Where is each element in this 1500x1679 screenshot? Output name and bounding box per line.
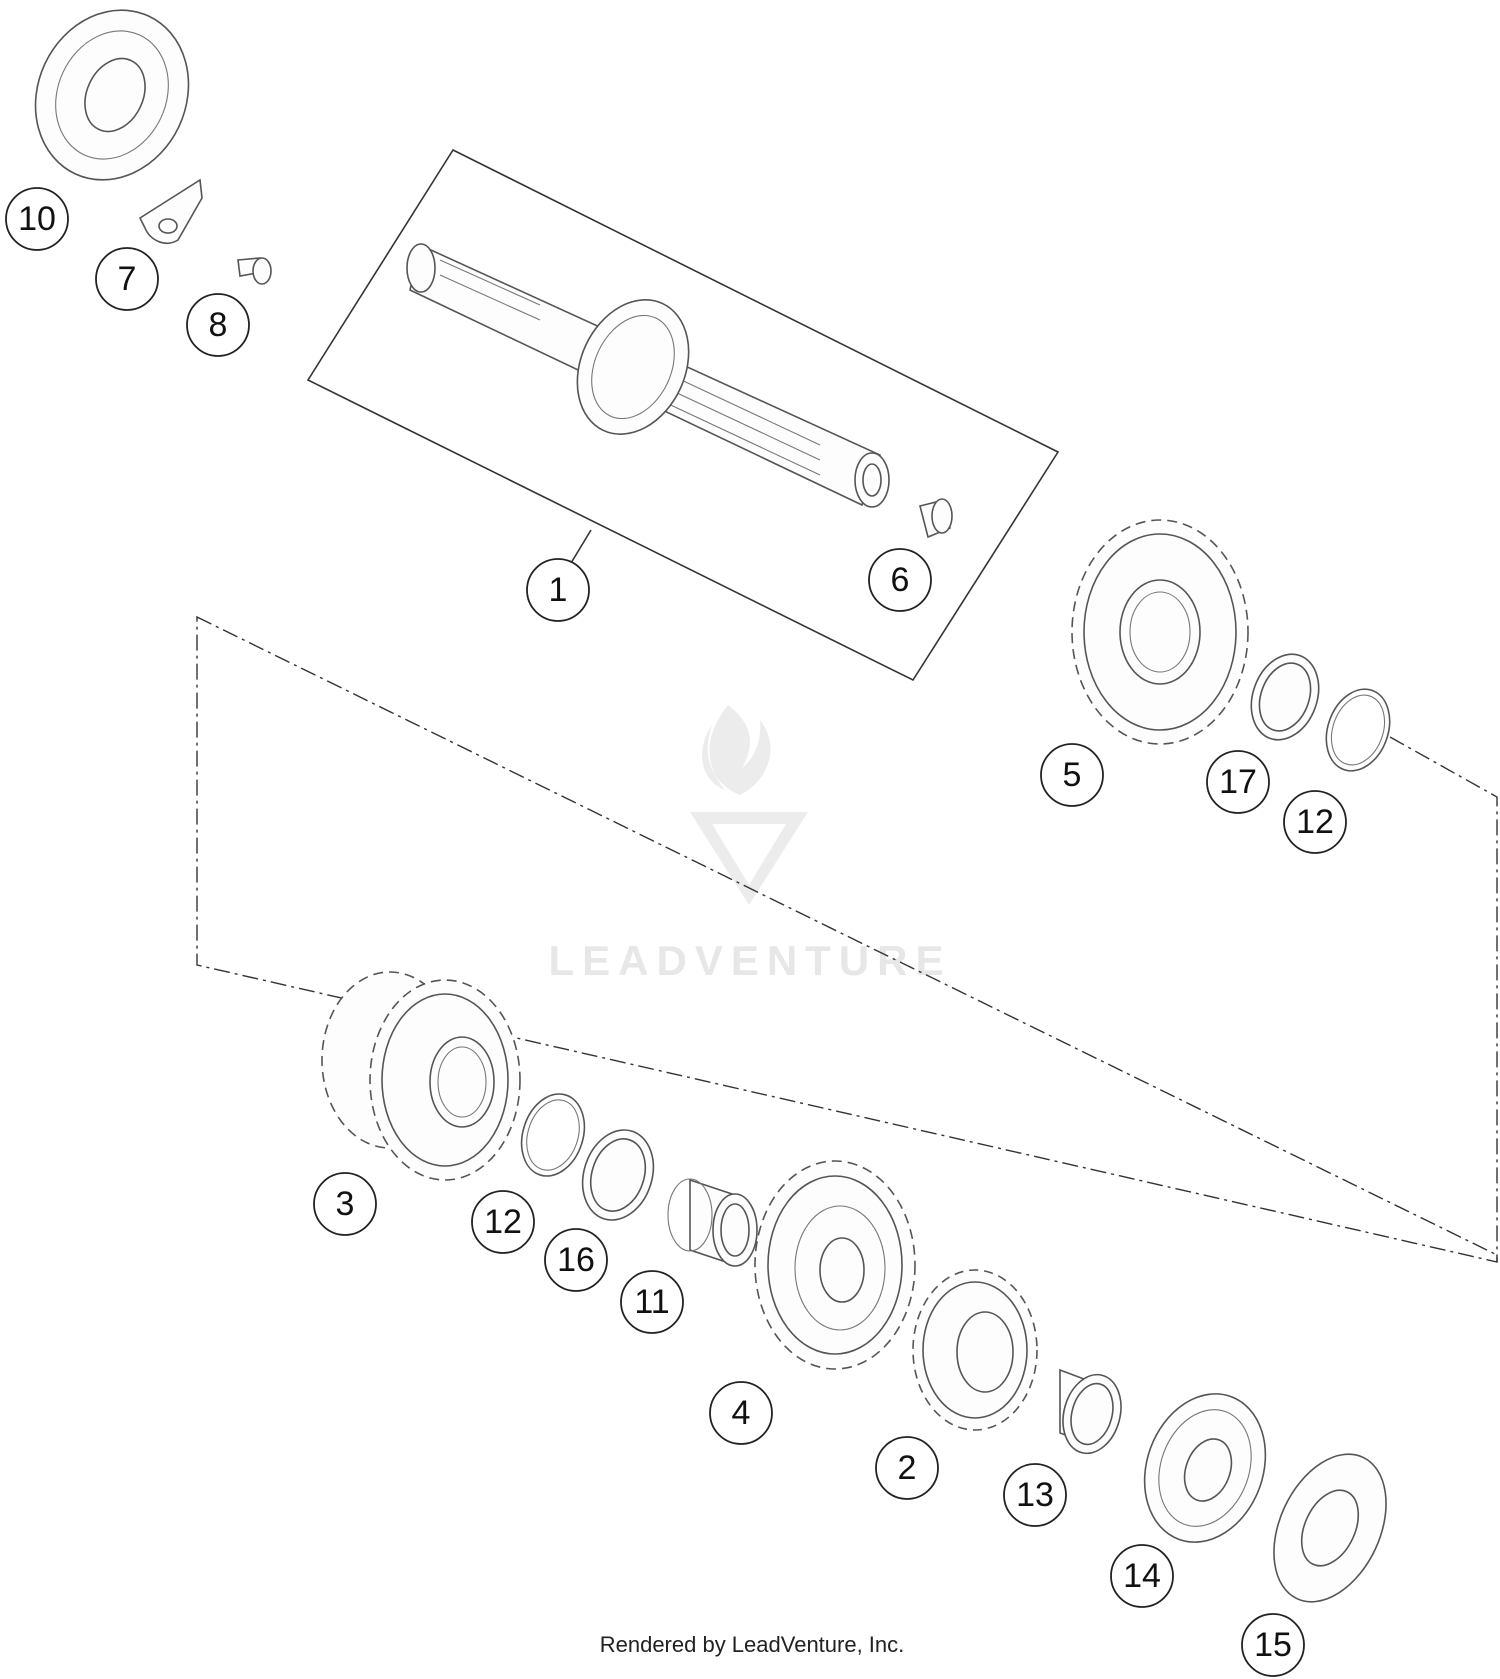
svg-text:13: 13 [1016,1476,1054,1514]
part-gear-4 [754,1160,916,1370]
part-screw-8 [237,257,272,285]
part-shim-15 [1273,1453,1387,1603]
watermark-text: LEADVENTURE [548,937,951,984]
svg-text:12: 12 [484,1203,522,1241]
part-gear-5 [1071,519,1249,745]
part-bushing-6 [919,498,953,539]
part-gear-2 [912,1269,1038,1431]
svg-text:3: 3 [336,1185,355,1223]
svg-text:16: 16 [557,1241,595,1279]
svg-text:15: 15 [1254,1626,1292,1664]
svg-text:5: 5 [1063,756,1082,794]
callout-11[interactable]: 11 [620,1270,684,1334]
part-circlip-12-lower [520,1093,586,1177]
part-washer-17 [1250,653,1320,741]
part-bearing-14 [1143,1393,1267,1543]
watermark-v-icon [690,812,808,905]
shaft-kit-frame [306,148,1060,682]
part-bearing-10 [34,9,190,181]
callout-16[interactable]: 16 [544,1228,608,1292]
callout-3[interactable]: 3 [313,1172,377,1236]
part-circlip-12-upper [1325,688,1391,772]
callout-7[interactable]: 7 [95,247,159,311]
callout-6[interactable]: 6 [868,548,932,612]
svg-text:2: 2 [898,1449,917,1487]
callout-17[interactable]: 17 [1206,750,1270,814]
svg-text:10: 10 [18,200,56,238]
watermark: LEADVENTURE [548,705,951,984]
callout-10[interactable]: 10 [5,187,69,251]
callout-15[interactable]: 15 [1241,1613,1305,1677]
callout-13[interactable]: 13 [1003,1463,1067,1527]
part-bushing-13 [1059,1368,1122,1455]
assembly-outline-right [1389,736,1498,1262]
callout-8[interactable]: 8 [186,293,250,357]
callout-2[interactable]: 2 [875,1436,939,1500]
part-double-gear-3 [321,971,521,1181]
watermark-flame-icon [702,705,771,795]
svg-text:14: 14 [1123,1557,1161,1595]
svg-text:11: 11 [634,1283,669,1321]
svg-text:12: 12 [1296,803,1334,841]
callout-12-lower[interactable]: 12 [471,1190,535,1254]
part-main-shaft-1 [406,243,890,508]
part-washer-16 [581,1129,655,1221]
svg-text:6: 6 [891,561,910,599]
svg-text:17: 17 [1219,763,1257,801]
part-needle-bearing-11 [667,1178,758,1267]
callout-4[interactable]: 4 [709,1381,773,1445]
svg-text:1: 1 [549,571,568,609]
callout-12-upper[interactable]: 12 [1283,790,1347,854]
callout-1[interactable]: 1 [526,558,590,622]
callout-5[interactable]: 5 [1040,743,1104,807]
part-lock-plate-7 [138,178,203,244]
svg-text:7: 7 [118,260,137,298]
svg-text:8: 8 [209,306,228,344]
svg-text:4: 4 [732,1394,751,1432]
render-credit: Rendered by LeadVenture, Inc. [600,1632,905,1657]
callout-14[interactable]: 14 [1110,1544,1174,1608]
